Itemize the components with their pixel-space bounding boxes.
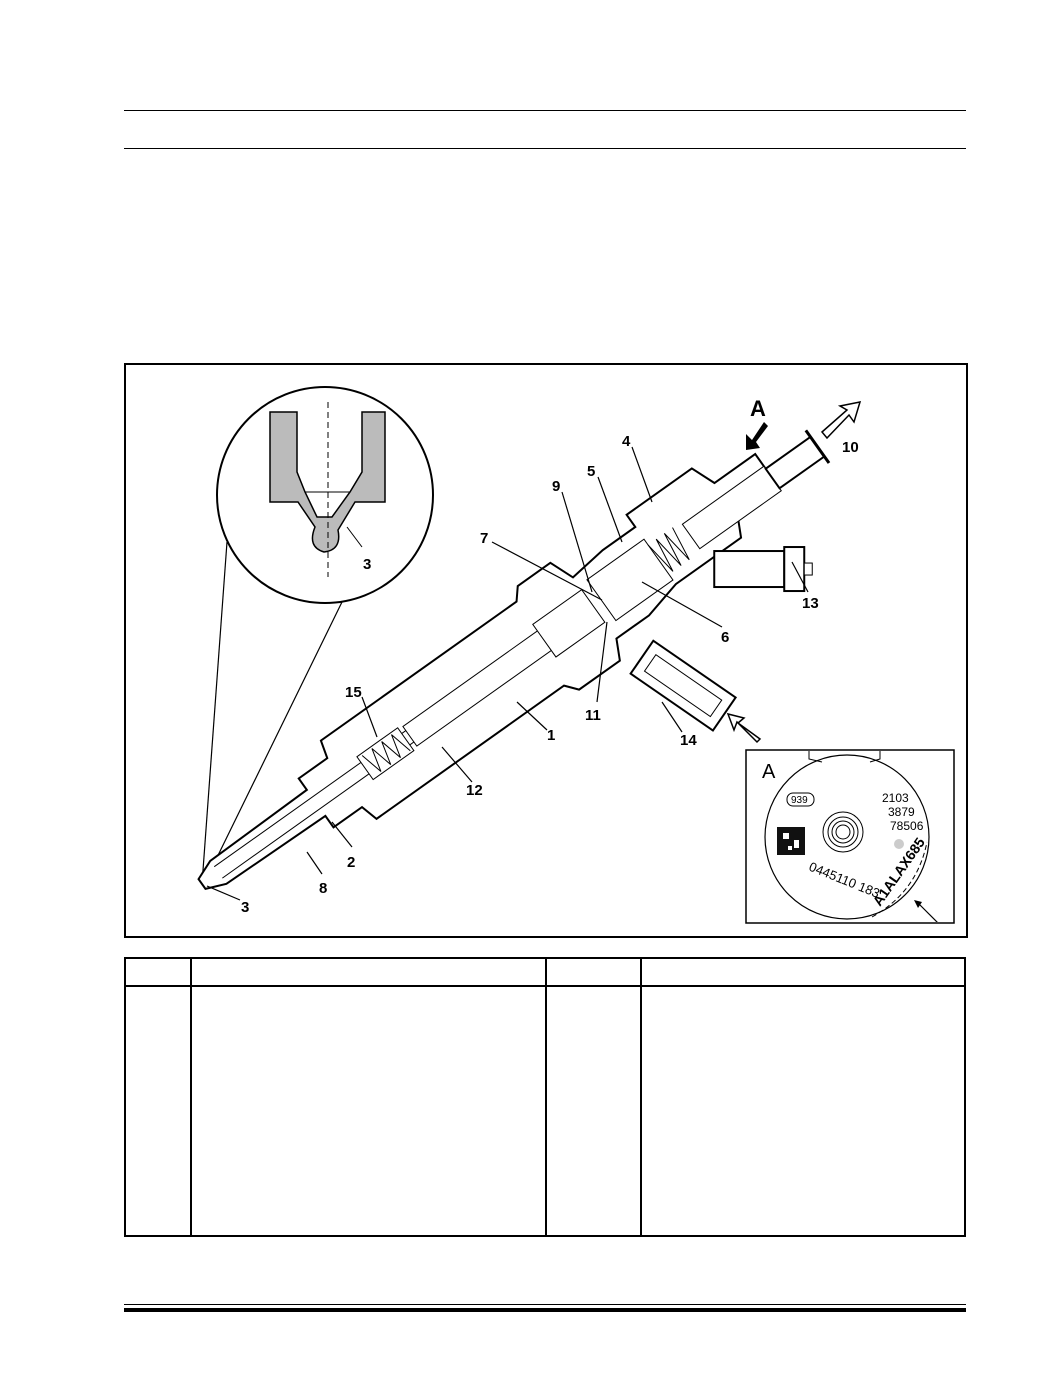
callout-12: 12	[466, 782, 483, 799]
injector-body	[197, 429, 831, 891]
callout-4: 4	[622, 433, 631, 450]
table-cell	[640, 985, 966, 1237]
header-cell	[545, 957, 642, 987]
callout-7: 7	[480, 530, 488, 547]
view-a-arrow-icon	[746, 422, 768, 450]
callout-11: 11	[585, 707, 601, 724]
callout-13: 13	[802, 595, 819, 612]
callout-6: 6	[721, 629, 729, 646]
inset-code-oval: 939	[791, 795, 808, 806]
callout-14: 14	[680, 732, 697, 749]
inset-a-label: A	[762, 761, 776, 783]
callout-9: 9	[552, 478, 560, 495]
table-cell	[190, 985, 547, 1237]
footer-rule-thick	[124, 1308, 966, 1312]
callout-10: 10	[842, 439, 859, 456]
view-a-inset: A 939 2103 3879 78506 0445110 183 A1ALAX…	[745, 749, 955, 924]
header-cell	[640, 957, 966, 987]
table-row	[124, 985, 966, 1237]
nozzle-detail-inset	[201, 386, 434, 885]
injector-cross-section-figure: 1 2 3 3 4 5 6 7 8 9 10 11 12 13 14 15 A	[124, 363, 968, 938]
inset-number-3: 78506	[890, 819, 924, 833]
callout-2: 2	[347, 854, 355, 871]
parts-legend-table	[124, 957, 966, 1237]
callout-5: 5	[587, 463, 595, 480]
callout-leaders	[206, 446, 809, 901]
callout-8: 8	[319, 880, 327, 897]
callout-15: 15	[345, 684, 362, 701]
callout-labels: 1 2 3 3 4 5 6 7 8 9 10 11 12 13 14 15 A	[241, 396, 859, 916]
callout-1: 1	[547, 727, 555, 744]
return-flow-arrow-icon	[820, 401, 862, 440]
table-header-row	[124, 957, 966, 987]
header-cell	[124, 957, 192, 987]
inset-number-1: 2103	[882, 791, 909, 805]
header-rule-top	[124, 110, 966, 111]
footer-rule-thin	[124, 1304, 966, 1305]
callout-3: 3	[241, 899, 249, 916]
fuel-inlet-arrow-icon	[726, 712, 762, 744]
table-cell	[545, 985, 642, 1237]
header-cell	[190, 957, 547, 987]
view-a-label: A	[750, 396, 766, 421]
table-cell	[124, 985, 192, 1237]
inset-number-2: 3879	[888, 805, 915, 819]
injector-diagram: 1 2 3 3 4 5 6 7 8 9 10 11 12 13 14 15 A	[197, 386, 955, 924]
callout-3-detail: 3	[363, 556, 371, 573]
header-rule-bottom	[124, 148, 966, 149]
